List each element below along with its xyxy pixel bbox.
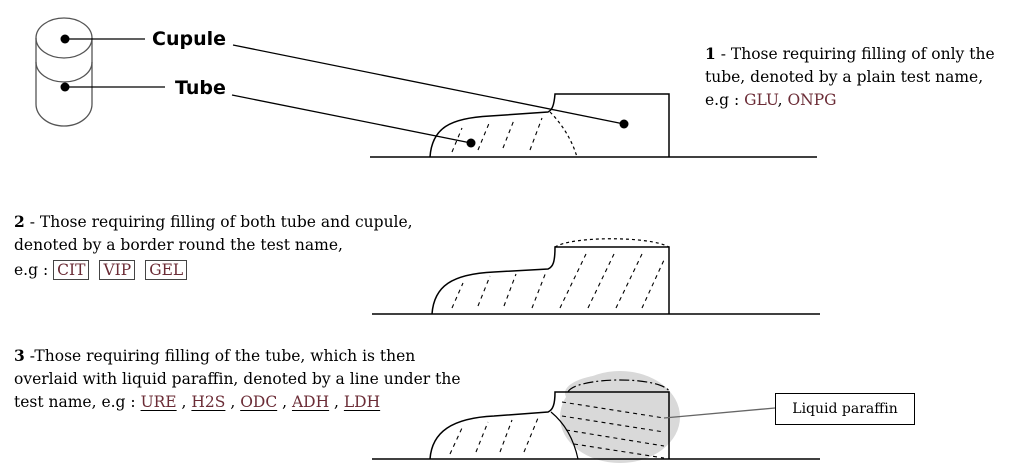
section-line: - Those requiring filling of only the — [720, 45, 995, 63]
test-name-h2s: H2S — [191, 393, 226, 411]
test-name-ldh: LDH — [343, 393, 381, 411]
cupule-label: Cupule — [152, 28, 226, 50]
test-name-glu: GLU — [744, 91, 778, 109]
test-name-cit: CIT — [53, 260, 90, 280]
section-line: tube, denoted by a plain test name, — [705, 68, 984, 86]
paraffin-pointer — [663, 407, 776, 419]
section-number: 1 — [705, 44, 716, 63]
tube-label: Tube — [175, 77, 226, 99]
section-line: -Those requiring filling of the tube, wh… — [29, 347, 416, 365]
section-3-text: 3 -Those requiring filling of the tube, … — [14, 346, 461, 411]
tube-pointer — [231, 94, 472, 144]
well-2 — [372, 238, 820, 315]
test-name-gel: GEL — [145, 260, 188, 280]
example-prefix: e.g : — [705, 91, 745, 109]
section-2-text: 2 - Those requiring filling of both tube… — [14, 210, 413, 282]
section-line: denoted by a border round the test name, — [14, 236, 343, 254]
example-prefix: e.g : — [14, 261, 54, 279]
test-name-odc: ODC — [240, 393, 278, 411]
well-3 — [372, 371, 820, 463]
section-line: overlaid with liquid paraffin, denoted b… — [14, 370, 461, 388]
test-name-onpg: ONPG — [787, 91, 837, 109]
cupule-pointer — [232, 44, 625, 125]
section-line: - Those requiring filling of both tube a… — [29, 213, 413, 231]
test-name-vip: VIP — [99, 260, 136, 280]
cupule-tube-icon — [35, 17, 93, 127]
section-1-text: 1 - Those requiring filling of only the … — [705, 44, 995, 109]
section-number: 2 — [14, 212, 25, 231]
example-prefix: test name, e.g : — [14, 393, 141, 411]
liquid-paraffin-label: Liquid paraffin — [775, 393, 915, 425]
section-number: 3 — [14, 346, 25, 365]
test-name-adh: ADH — [291, 393, 330, 411]
test-name-ure: URE — [140, 393, 177, 411]
